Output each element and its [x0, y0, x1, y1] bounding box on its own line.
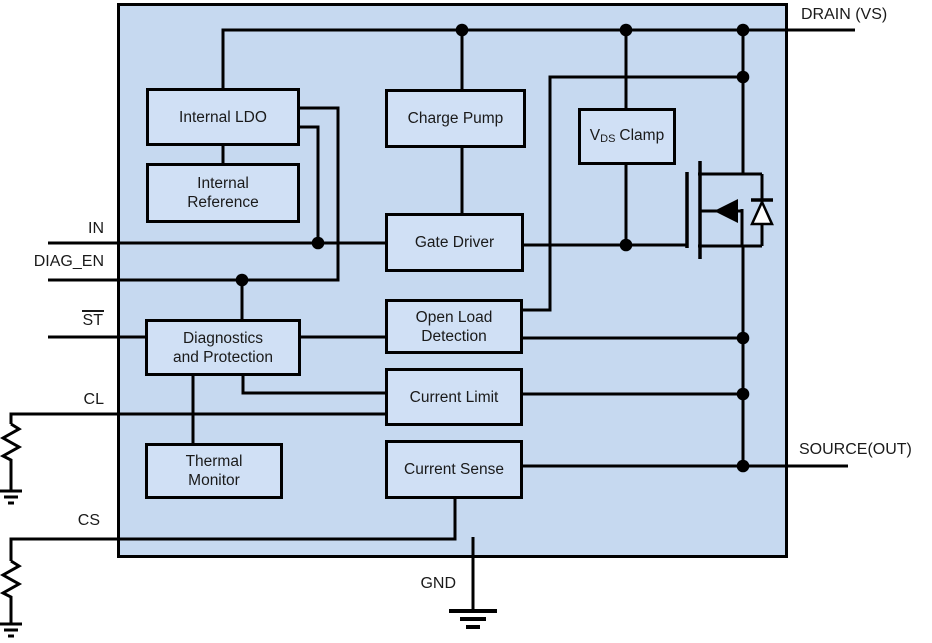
block-label: Internal LDO [179, 108, 267, 126]
pin-label-source-out: SOURCE(OUT) [799, 441, 912, 458]
wire-drain-rail [221, 28, 855, 90]
pin-label-diag-en: DIAG_EN [33, 253, 104, 270]
junction-dot [311, 236, 325, 250]
junction-dot [736, 331, 750, 345]
mosfet-symbol [685, 161, 774, 259]
pin-label-in: IN [88, 220, 104, 237]
block-label: Gate Driver [414, 234, 495, 251]
block-label: Open Load [415, 308, 493, 326]
block-label: Charge Pump [407, 110, 504, 127]
block-current-limit: Current Limit [385, 368, 523, 426]
block-label: Diagnostics [182, 329, 264, 347]
junction-dot [736, 387, 750, 401]
block-gate-driver: Gate Driver [385, 213, 524, 272]
body-diode-icon [750, 198, 774, 226]
junction-dot [736, 70, 750, 84]
block-internal-ldo: Internal LDO [146, 88, 300, 146]
block-label: Current Limit [409, 388, 499, 406]
pin-label-cl: CL [83, 391, 104, 408]
pin-label-st: ST [40, 310, 104, 330]
junction-dot [736, 459, 750, 473]
junction-dot [619, 23, 633, 37]
block-label: Internal [197, 175, 249, 192]
junction-dot [619, 238, 633, 252]
wire-open-load-drain-sense [522, 75, 741, 312]
pin-label-gnd: GND [420, 575, 456, 592]
mosfet-body-arrow-icon [714, 199, 738, 223]
wire-diagnostics-to-current-limit [241, 374, 386, 395]
vds-subscript: DS [600, 133, 616, 145]
block-label: Thermal [185, 453, 243, 470]
junction-dot [235, 273, 249, 287]
block-open-load-detection: Open Load Detection [385, 299, 523, 354]
block-label: Detection [421, 327, 487, 345]
resistor-cs [0, 559, 23, 623]
wire-cs-pin [9, 497, 457, 561]
block-current-sense: Current Sense [385, 440, 523, 499]
resistor-cl [0, 422, 23, 490]
block-thermal-monitor: Thermal Monitor [145, 443, 283, 499]
st-overline-text: ST [81, 310, 104, 329]
junction-dot [736, 23, 750, 37]
wire-in-to-ldo [299, 125, 320, 243]
wire-cl-pin [9, 412, 386, 424]
block-label: Current Sense [404, 461, 504, 478]
block-charge-pump: Charge Pump [385, 89, 526, 148]
block-label: and Protection [173, 348, 273, 366]
block-internal-reference: Internal Reference [146, 163, 300, 223]
pin-label-drain-vs: DRAIN (VS) [801, 6, 888, 23]
junction-dot [455, 23, 469, 37]
pin-label-cs: CS [77, 512, 100, 529]
block-label: Monitor [188, 472, 240, 489]
wire-diag-en-pin [48, 106, 340, 282]
block-diagnostics-and-protection: Diagnostics and Protection [145, 319, 301, 376]
block-label: Reference [187, 194, 259, 211]
